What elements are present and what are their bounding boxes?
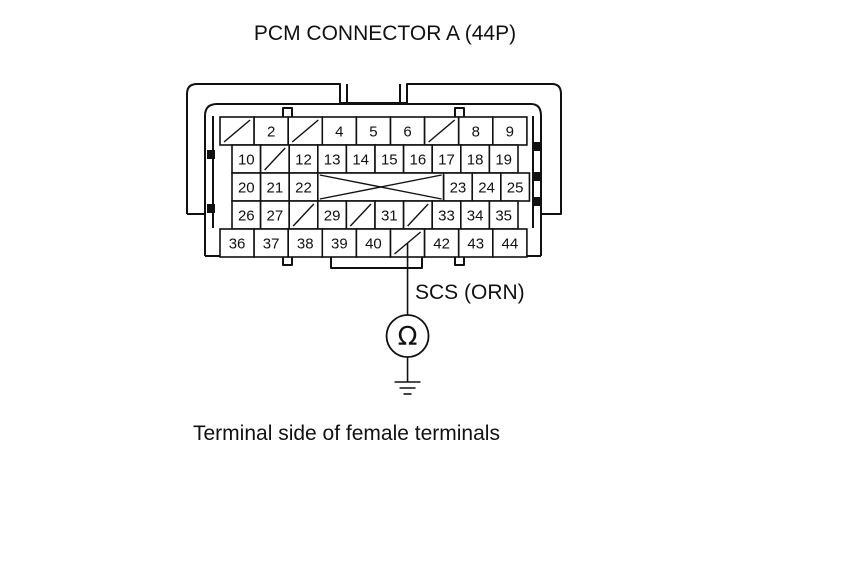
terminal-2: 2 bbox=[253, 116, 290, 146]
empty-cavity bbox=[259, 144, 291, 174]
terminal-label: 20 bbox=[238, 180, 255, 197]
terminal-label: 8 bbox=[472, 124, 480, 141]
terminal-label: 10 bbox=[238, 152, 255, 169]
terminal-25: 25 bbox=[500, 172, 531, 202]
terminal-label: 6 bbox=[403, 124, 411, 141]
terminal-label: 14 bbox=[352, 152, 369, 169]
terminal-label: 9 bbox=[506, 124, 514, 141]
terminal-label: 35 bbox=[495, 208, 512, 225]
terminal-label: 36 bbox=[229, 236, 246, 253]
terminal-label: 43 bbox=[467, 236, 484, 253]
terminal-44: 44 bbox=[491, 228, 528, 258]
empty-cavity bbox=[402, 200, 434, 230]
view-caption: Terminal side of female terminals bbox=[193, 422, 500, 445]
terminal-label: 19 bbox=[495, 152, 512, 169]
terminal-42: 42 bbox=[423, 228, 460, 258]
connector-housing bbox=[186, 83, 562, 269]
terminal-38: 38 bbox=[287, 228, 324, 258]
terminal-33: 33 bbox=[431, 200, 462, 230]
terminal-label: 15 bbox=[381, 152, 398, 169]
terminal-43: 43 bbox=[457, 228, 494, 258]
terminal-label: 39 bbox=[331, 236, 348, 253]
terminal-label: 24 bbox=[478, 180, 495, 197]
empty-cavity bbox=[219, 116, 255, 146]
terminal-label: 29 bbox=[324, 208, 341, 225]
terminal-5: 5 bbox=[355, 116, 392, 146]
terminal-39: 39 bbox=[321, 228, 358, 258]
side-latch-marks bbox=[207, 142, 540, 213]
terminal-15: 15 bbox=[374, 144, 405, 174]
empty-cavity bbox=[287, 116, 324, 146]
ground-icon bbox=[394, 381, 421, 395]
terminal-label: 26 bbox=[238, 208, 255, 225]
terminal-4: 4 bbox=[321, 116, 358, 146]
terminal-label: 23 bbox=[450, 180, 467, 197]
terminal-35: 35 bbox=[488, 200, 519, 230]
terminal-10: 10 bbox=[231, 144, 262, 174]
terminal-21: 21 bbox=[259, 172, 291, 202]
terminal-label: 40 bbox=[365, 236, 382, 253]
terminal-12: 12 bbox=[288, 144, 319, 174]
empty-cavity bbox=[423, 116, 460, 146]
terminal-label: 31 bbox=[381, 208, 398, 225]
terminal-label: 33 bbox=[438, 208, 455, 225]
wire-label: SCS (ORN) bbox=[415, 281, 525, 304]
terminal-24: 24 bbox=[471, 172, 502, 202]
terminal-label: 17 bbox=[438, 152, 455, 169]
terminal-label: 27 bbox=[267, 208, 284, 225]
terminal-14: 14 bbox=[345, 144, 376, 174]
terminal-label: 37 bbox=[263, 236, 280, 253]
terminal-label: 16 bbox=[410, 152, 427, 169]
terminal-36: 36 bbox=[219, 228, 255, 258]
terminal-13: 13 bbox=[316, 144, 348, 174]
terminal-label: 21 bbox=[267, 180, 284, 197]
terminal-label: 34 bbox=[467, 208, 484, 225]
terminal-31: 31 bbox=[374, 200, 405, 230]
terminal-label: 42 bbox=[433, 236, 450, 253]
terminal-label: 5 bbox=[369, 124, 377, 141]
terminal-label: 44 bbox=[502, 236, 519, 253]
terminal-8: 8 bbox=[457, 116, 494, 146]
terminal-29: 29 bbox=[316, 200, 348, 230]
terminal-label: 12 bbox=[295, 152, 312, 169]
ohmmeter-icon: Ω bbox=[385, 314, 430, 358]
terminal-20: 20 bbox=[231, 172, 262, 202]
terminal-9: 9 bbox=[491, 116, 528, 146]
empty-cavity bbox=[345, 200, 376, 230]
terminal-37: 37 bbox=[253, 228, 290, 258]
terminal-label: 18 bbox=[467, 152, 484, 169]
terminal-label: 25 bbox=[507, 180, 524, 197]
terminal-6: 6 bbox=[389, 116, 426, 146]
terminal-label: 13 bbox=[324, 152, 341, 169]
empty-cavity bbox=[288, 200, 319, 230]
terminal-17: 17 bbox=[431, 144, 462, 174]
terminal-22: 22 bbox=[288, 172, 319, 202]
terminal-26: 26 bbox=[231, 200, 262, 230]
unused-cavity-block bbox=[316, 172, 445, 202]
terminal-16: 16 bbox=[402, 144, 434, 174]
terminal-40: 40 bbox=[355, 228, 392, 258]
terminal-18: 18 bbox=[459, 144, 491, 174]
terminal-34: 34 bbox=[459, 200, 491, 230]
terminal-label: 4 bbox=[335, 124, 343, 141]
terminal-27: 27 bbox=[259, 200, 291, 230]
connector-title: PCM CONNECTOR A (44P) bbox=[253, 22, 517, 45]
terminal-label: 2 bbox=[267, 124, 275, 141]
terminal-label: 22 bbox=[295, 180, 312, 197]
svg-text:Ω: Ω bbox=[398, 322, 418, 352]
test-circuit: Ω bbox=[385, 243, 430, 395]
terminal-label: 38 bbox=[297, 236, 314, 253]
terminal-23: 23 bbox=[442, 172, 474, 202]
terminal-19: 19 bbox=[488, 144, 519, 174]
